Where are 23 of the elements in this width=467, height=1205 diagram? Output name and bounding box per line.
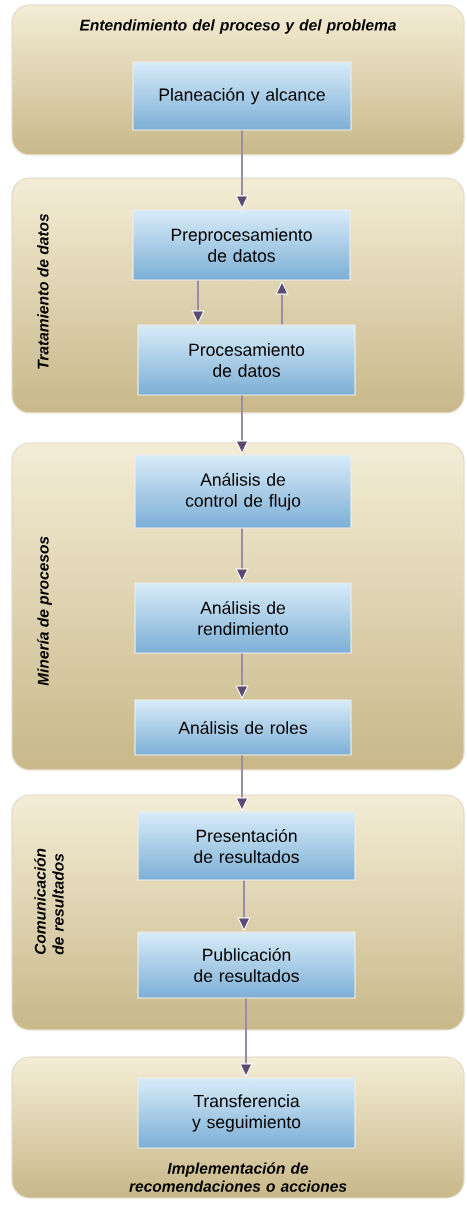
arrow: [235, 754, 249, 811]
process-box: Publicación de resultados: [137, 931, 356, 999]
process-box: Planeación y alcance: [132, 61, 352, 131]
band-title: Tratamiento de datos: [37, 213, 49, 369]
band-title: Comunicación de resultados: [34, 848, 64, 955]
band-title: Implementación de recomendaciones o acciones: [129, 1162, 347, 1192]
arrow: [275, 281, 289, 326]
band-title: Entendimiento del proceso y del problema: [79, 19, 396, 34]
process-box: Análisis de control de flujo: [134, 454, 352, 529]
arrow: [191, 279, 205, 324]
arrow: [237, 879, 251, 931]
process-box: Análisis de rendimiento: [134, 582, 352, 654]
arrow: [235, 652, 249, 699]
process-box: Preprocesamiento de datos: [132, 209, 351, 281]
process-box: Transferencia y seguimiento: [137, 1077, 356, 1149]
process-box: Procesamiento de datos: [137, 324, 356, 396]
process-box: Presentación de resultados: [137, 811, 356, 881]
arrow: [235, 394, 249, 454]
process-box: Análisis de roles: [134, 699, 352, 756]
arrow: [235, 527, 249, 582]
arrow: [239, 997, 253, 1077]
band-title: Minería de procesos: [37, 536, 52, 686]
arrow: [235, 129, 249, 209]
